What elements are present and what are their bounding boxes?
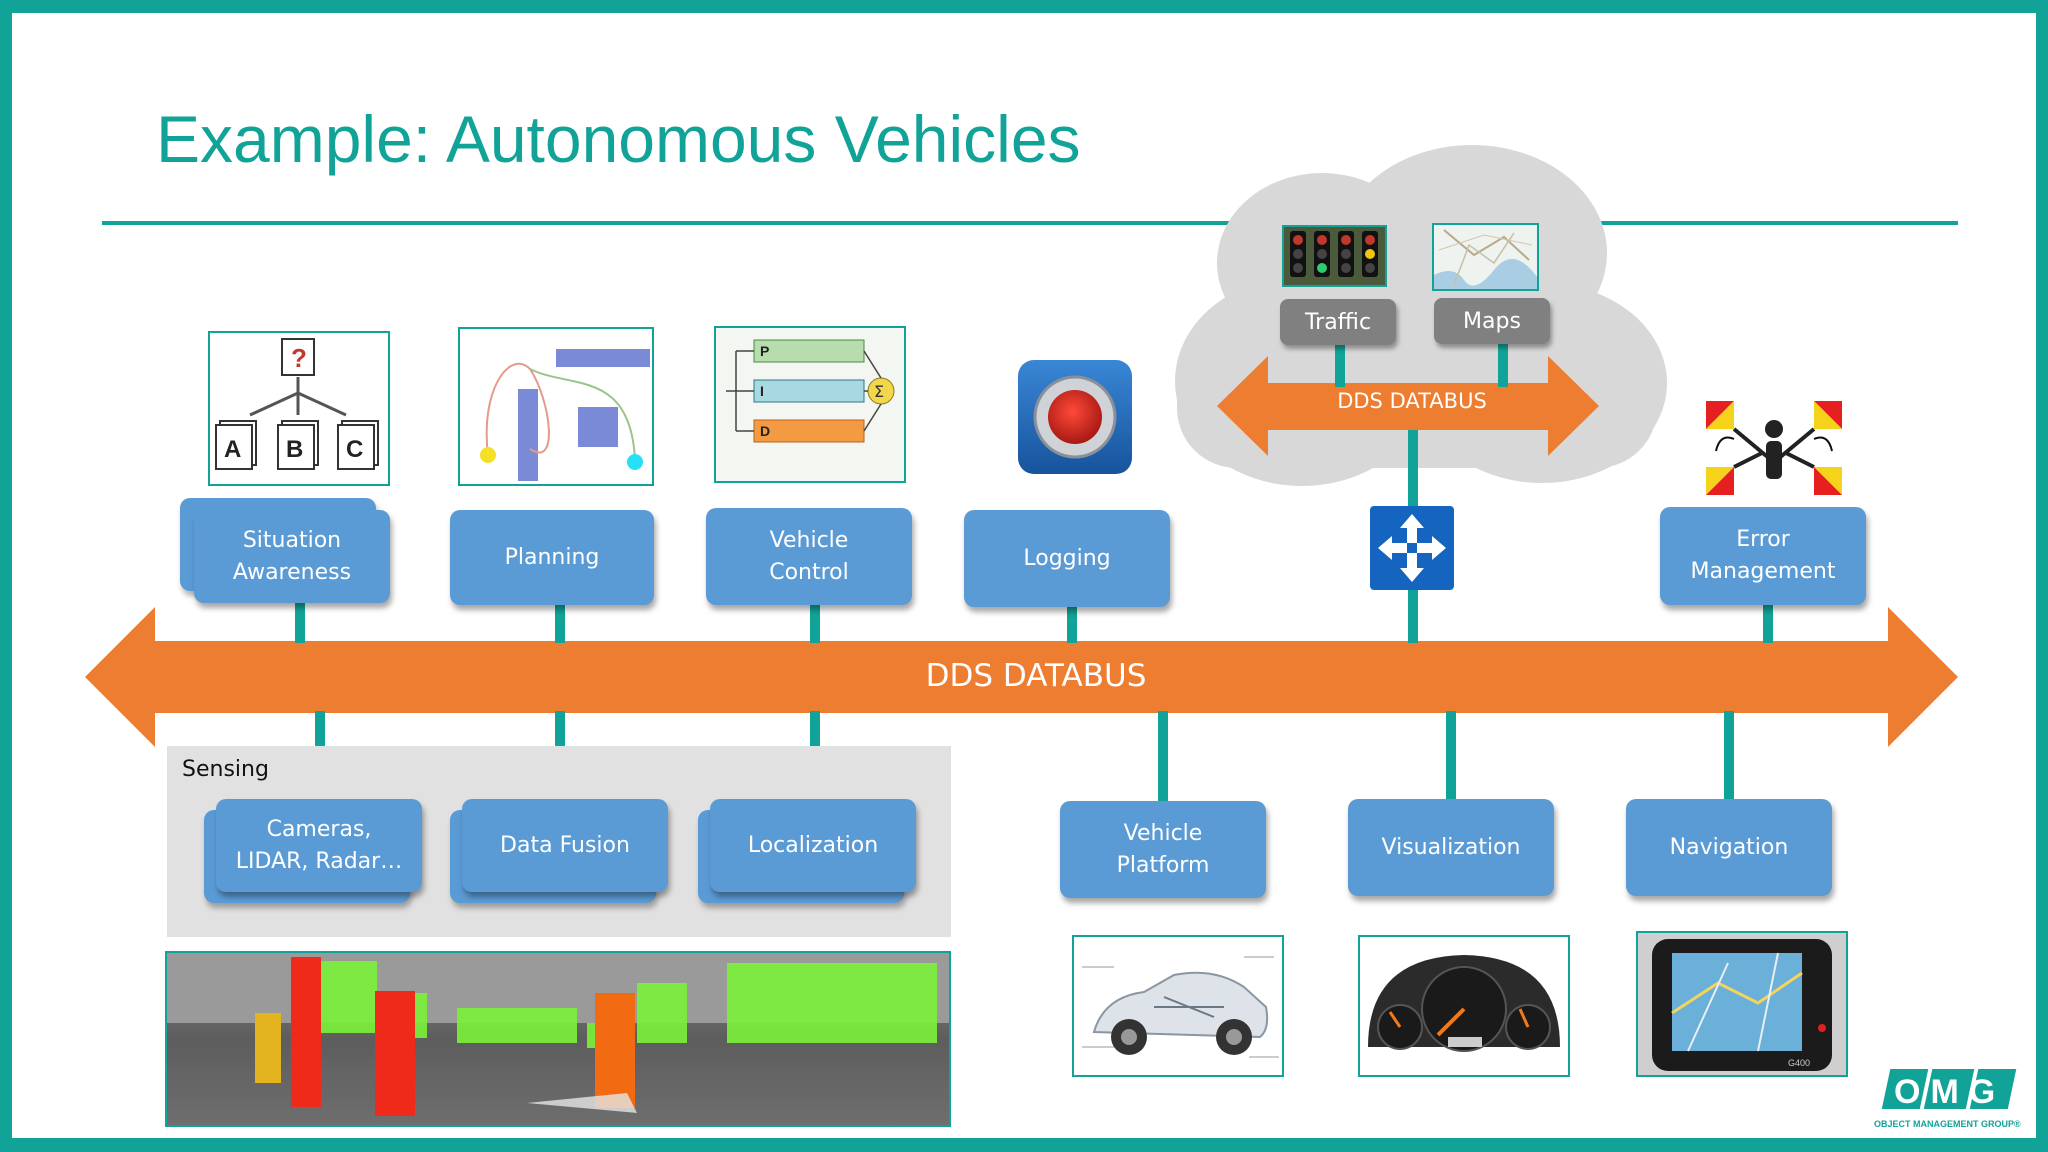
error-management-flags-icon xyxy=(1706,401,1842,495)
traffic-lights-icon xyxy=(1284,227,1385,285)
stub-logging xyxy=(1067,607,1077,643)
situation-awareness-node[interactable]: Situation Awareness xyxy=(194,510,390,603)
visualization-image xyxy=(1358,935,1570,1077)
data-fusion-node[interactable]: Data Fusion xyxy=(462,799,668,892)
situation-awareness-image: ? A B C xyxy=(208,331,390,486)
dashboard-gauges-icon xyxy=(1368,955,1560,1052)
stub-router xyxy=(1408,590,1418,643)
vehicle-platform-node[interactable]: Vehicle Platform xyxy=(1060,801,1266,898)
stub-situation-awareness xyxy=(295,603,305,643)
lidar-street-image xyxy=(165,951,951,1127)
abc-question-mark: ? xyxy=(291,343,307,373)
stub-vehicle-platform xyxy=(1158,711,1168,811)
main-databus-label: DDS DATABUS xyxy=(925,658,1147,694)
stub-error-management xyxy=(1763,605,1773,643)
abc-label-b: B xyxy=(286,436,303,463)
planning-image xyxy=(458,327,654,486)
cameras-lidar-radar-node[interactable]: Cameras, LIDAR, Radar… xyxy=(216,799,422,892)
abc-label-a: A xyxy=(224,436,241,463)
map-icon xyxy=(1434,225,1537,289)
path-planning-icon xyxy=(480,349,650,481)
omg-logo-text: OMG xyxy=(1894,1073,2005,1111)
sensing-label: Sensing xyxy=(182,757,269,782)
map-image xyxy=(1432,223,1539,291)
logging-node[interactable]: Logging xyxy=(964,510,1170,607)
omg-logo: OMG OBJECT MANAGEMENT GROUP® xyxy=(1872,1061,2032,1133)
localization-node[interactable]: Localization xyxy=(710,799,916,892)
pid-label-d: D xyxy=(760,423,770,439)
navigation-node[interactable]: Navigation xyxy=(1626,799,1832,896)
vehicle-control-node[interactable]: Vehicle Control xyxy=(706,508,912,605)
navigation-image: G400 xyxy=(1636,931,1848,1077)
omg-logo-subtitle: OBJECT MANAGEMENT GROUP® xyxy=(1874,1119,2021,1129)
vehicle-platform-image xyxy=(1072,935,1284,1077)
maps-button[interactable]: Maps xyxy=(1434,298,1550,344)
slide-title: Example: Autonomous Vehicles xyxy=(156,102,1081,176)
error-management-node[interactable]: Error Management xyxy=(1660,507,1866,605)
vehicle-control-image: P I D Σ xyxy=(714,326,906,483)
car-cutaway-icon xyxy=(1082,956,1279,1058)
abc-label-c: C xyxy=(346,436,363,463)
traffic-button[interactable]: Traffic xyxy=(1280,299,1396,345)
slide: Example: Autonomous Vehicles DDS DATABUS… xyxy=(12,13,2036,1138)
omg-logo-mark: OMG OBJECT MANAGEMENT GROUP® xyxy=(1874,1069,2021,1129)
logging-record-icon xyxy=(1018,360,1132,474)
planning-node[interactable]: Planning xyxy=(450,510,654,605)
stub-planning xyxy=(555,605,565,643)
stub-vehicle-control xyxy=(810,605,820,643)
pid-label-i: I xyxy=(760,383,764,399)
pid-controller-icon: P I D Σ xyxy=(716,328,904,481)
gps-device-icon: G400 xyxy=(1652,939,1832,1071)
gps-model-label: G400 xyxy=(1788,1058,1810,1068)
traffic-lights-image xyxy=(1282,225,1387,287)
stub-navigation xyxy=(1724,711,1734,811)
title-divider xyxy=(102,221,1958,225)
cloud-databus-arrow xyxy=(1217,356,1599,456)
four-arrows-router-icon xyxy=(1378,514,1446,582)
pid-sum-label: Σ xyxy=(874,382,884,401)
main-databus-arrow xyxy=(85,607,1958,747)
pid-label-p: P xyxy=(760,343,769,359)
cloud-maps-stub xyxy=(1498,341,1508,387)
cloud-to-router-line xyxy=(1408,430,1418,520)
cloud-traffic-stub xyxy=(1335,343,1345,387)
lidar-point-cloud-scene xyxy=(167,953,949,1125)
visualization-node[interactable]: Visualization xyxy=(1348,799,1554,896)
cloud-databus-label: DDS DATABUS xyxy=(1337,389,1487,413)
decision-tree-icon: ? A B C xyxy=(215,338,379,470)
router-icon xyxy=(1370,506,1454,590)
stub-visualization xyxy=(1446,711,1456,811)
